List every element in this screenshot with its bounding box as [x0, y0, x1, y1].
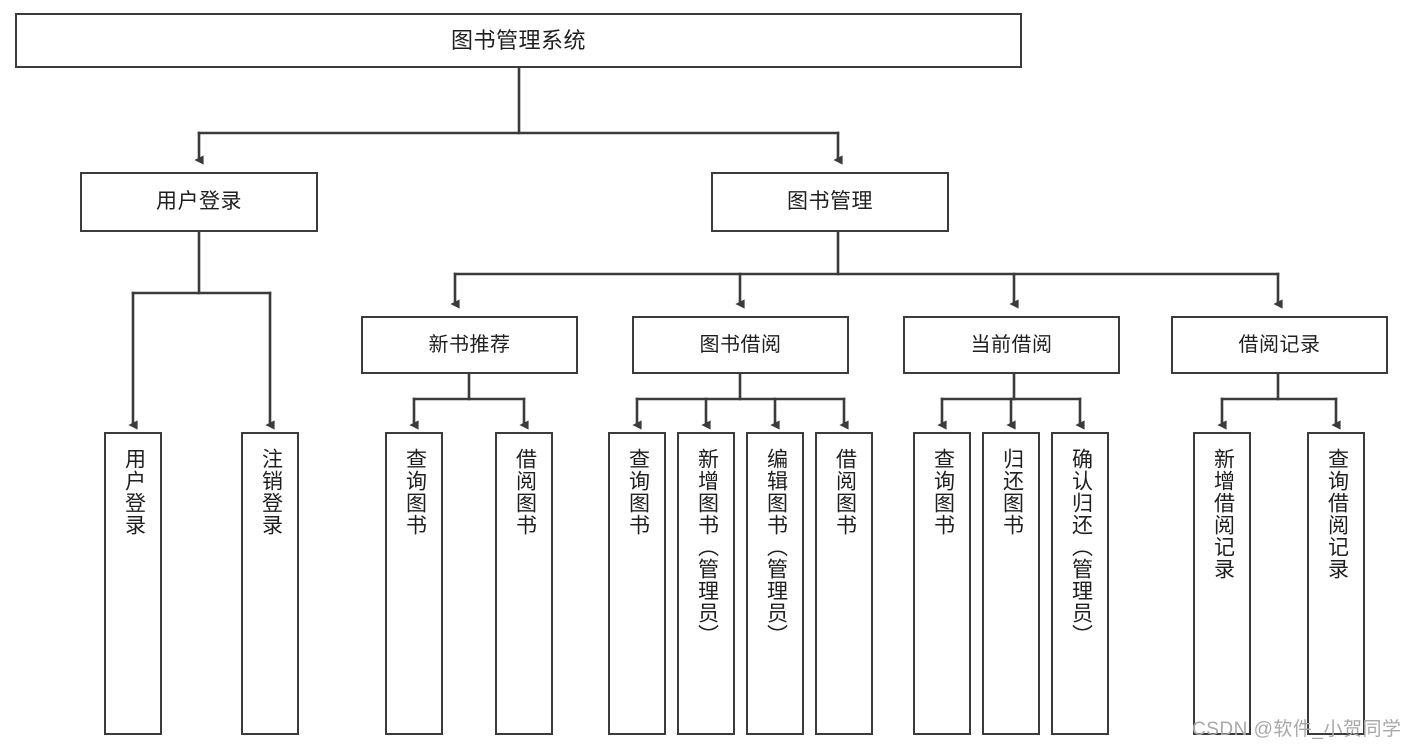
node-new-book-recommend[interactable]: 新书推荐	[361, 316, 578, 374]
node-label: 借阅记录	[1238, 333, 1321, 356]
leaf-book-borrow-borrow-book[interactable]: 借阅图书	[815, 432, 873, 735]
node-label: 查询图书	[931, 448, 955, 536]
node-label: 编辑图书（管理员）	[764, 448, 788, 646]
leaf-borrow-record-query-record[interactable]: 查询借阅记录	[1307, 432, 1365, 735]
node-label: 查询借阅记录	[1325, 448, 1349, 580]
node-label: 查询图书	[403, 448, 427, 536]
node-current-borrow[interactable]: 当前借阅	[903, 316, 1120, 374]
node-label: 确认归还（管理员）	[1069, 448, 1093, 646]
leaf-borrow-record-add-record[interactable]: 新增借阅记录	[1193, 432, 1251, 735]
leaf-current-borrow-query-book[interactable]: 查询图书	[913, 432, 971, 735]
node-label: 借阅图书	[833, 448, 857, 536]
node-label: 新书推荐	[428, 333, 511, 356]
leaf-user-login-login[interactable]: 用户登录	[104, 432, 162, 735]
leaf-new-book-borrow-book[interactable]: 借阅图书	[495, 432, 553, 735]
node-label: 新增借阅记录	[1211, 448, 1235, 580]
node-label: 当前借阅	[970, 333, 1053, 356]
leaf-book-borrow-add-book-admin[interactable]: 新增图书（管理员）	[677, 432, 735, 735]
csdn-watermark: CSDN @软件_小贺同学	[1192, 719, 1402, 740]
leaf-current-borrow-return-book[interactable]: 归还图书	[982, 432, 1040, 735]
node-label: 图书借阅	[699, 333, 782, 356]
node-label: 查询图书	[626, 448, 650, 536]
leaf-book-borrow-edit-book-admin[interactable]: 编辑图书（管理员）	[746, 432, 804, 735]
node-book-management[interactable]: 图书管理	[711, 172, 949, 232]
node-label: 归还图书	[1000, 448, 1024, 536]
node-user-login[interactable]: 用户登录	[80, 172, 318, 232]
node-label: 用户登录	[122, 448, 146, 536]
node-label: 借阅图书	[513, 448, 537, 536]
node-book-borrow[interactable]: 图书借阅	[632, 316, 849, 374]
node-label: 注销登录	[259, 448, 283, 536]
node-label: 新增图书（管理员）	[695, 448, 719, 646]
node-label: 图书管理	[787, 189, 873, 213]
leaf-current-borrow-confirm-return-admin[interactable]: 确认归还（管理员）	[1051, 432, 1109, 735]
leaf-book-borrow-query-book[interactable]: 查询图书	[608, 432, 666, 735]
leaf-user-login-logout[interactable]: 注销登录	[241, 432, 299, 735]
node-borrow-record[interactable]: 借阅记录	[1171, 316, 1388, 374]
node-root-book-management-system[interactable]: 图书管理系统	[15, 13, 1022, 68]
node-label: 图书管理系统	[450, 27, 586, 53]
node-label: 用户登录	[156, 189, 242, 213]
leaf-new-book-query-book[interactable]: 查询图书	[385, 432, 443, 735]
